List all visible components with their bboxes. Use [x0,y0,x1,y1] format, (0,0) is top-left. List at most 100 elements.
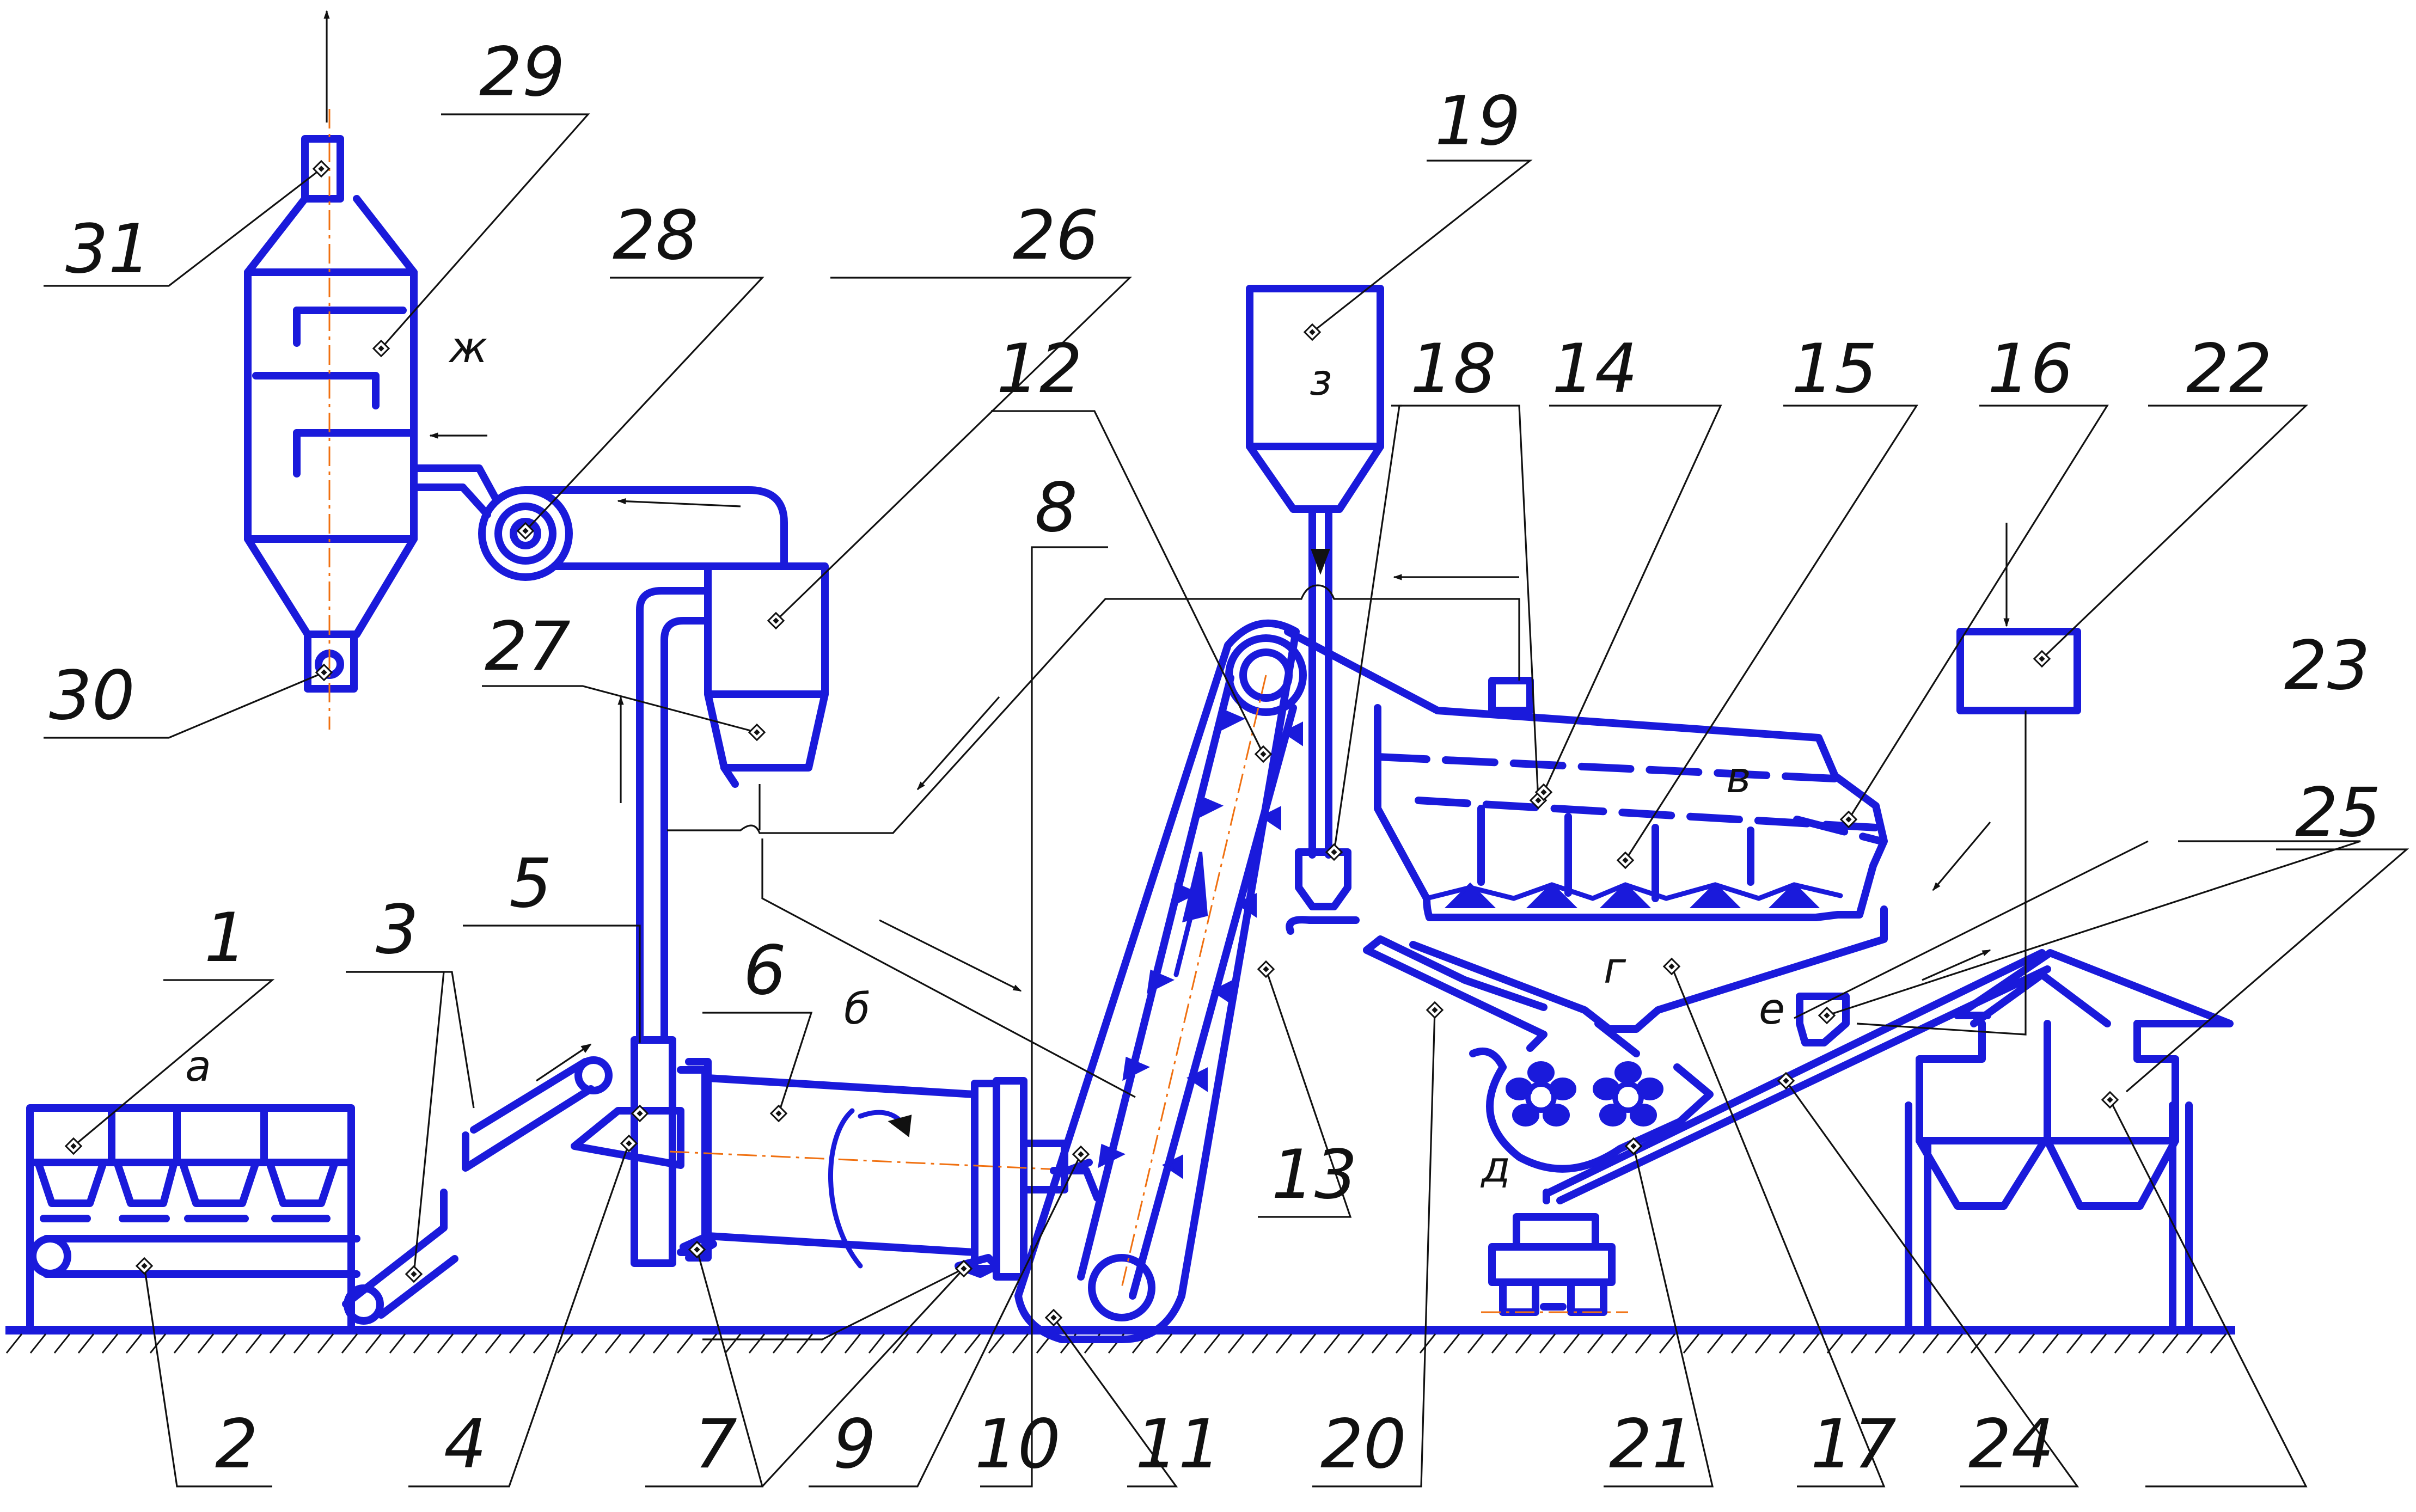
zone-b: б [844,985,870,1034]
leader-marker-core [1078,1151,1084,1158]
ground-hatch [964,1333,981,1354]
granulator-chamber [1363,905,1888,1173]
label-4: 4 [444,1405,487,1484]
label-23: 23 [2284,627,2370,705]
label-19: 19 [1435,82,1521,161]
label-11: 11 [1135,1405,1221,1484]
leader-marker-core [775,1110,782,1117]
ground-hatch [29,1333,47,1354]
ground-hatch [580,1333,598,1354]
ground-hatch [1275,1333,1293,1354]
ground-hatch [1683,1333,1700,1354]
product-silos [1905,949,2234,1330]
leader-marker-core [626,1140,632,1147]
exhaust-fan [410,464,788,581]
ground-hatch [1155,1333,1173,1354]
leader-markers [64,160,2119,1327]
label-27: 27 [485,608,571,686]
leader-marker-core [1540,789,1547,795]
zone-letters: а б в г д е ж з [185,323,1785,1192]
leader-marker-core [694,1246,700,1253]
ground-hatch [1491,1333,1508,1354]
ground-hatch [53,1333,71,1354]
ground-hatch [1754,1333,1772,1354]
ground-hatch [1515,1333,1532,1354]
rotary-drum [571,1036,1101,1281]
label-30: 30 [49,657,135,735]
leader-marker-core [1824,1012,1830,1019]
cyclone [704,562,829,788]
leader-marker-core [1263,966,1269,972]
ground-hatch [2210,1333,2227,1354]
ground-hatch [1826,1333,1844,1354]
leader-marker-core [961,1265,967,1272]
ground-hatch [77,1333,95,1354]
ground-hatch [1707,1333,1724,1354]
label-7: 7 [694,1405,737,1484]
leader-lines [44,113,2409,1487]
leader-marker-core [773,617,779,624]
ground-hatch [197,1333,215,1354]
ground-hatch [1994,1333,2011,1354]
label-15: 15 [1791,330,1877,408]
ground-hatch [341,1333,358,1354]
ground-hatch [1443,1333,1460,1354]
leader-marker-core [1309,329,1316,335]
loader-cart [1481,1213,1628,1316]
ground-hatch [820,1333,837,1354]
label-10: 10 [975,1405,1061,1484]
label-25: 25 [2295,774,2381,852]
ground-hatch [724,1333,742,1354]
ground-hatch [365,1333,382,1354]
label-12: 12 [996,330,1082,408]
ground-hatch [1179,1333,1197,1354]
feed-bins [26,1104,384,1330]
label-3: 3 [376,891,419,969]
leader-marker-core [318,166,325,172]
control-box [1956,523,2081,714]
zone-zh: ж [448,323,487,372]
ground-hatch [509,1333,526,1354]
ground-hatch [1970,1333,1987,1354]
ground-hatch [101,1333,119,1354]
ground-hatch [1395,1333,1412,1354]
leader-marker-core [1432,1007,1438,1013]
ground-hatch [389,1333,406,1354]
label-16: 16 [1987,330,2074,408]
binder-bin [1246,285,1384,859]
zone-v: в [1726,754,1751,803]
ground-hatch [437,1333,454,1354]
label-5: 5 [509,844,552,923]
label-26: 26 [1013,197,1099,275]
ground-hatch [1635,1333,1652,1354]
ground-hatch [1778,1333,1796,1354]
label-18: 18 [1410,330,1496,408]
label-13: 13 [1271,1136,1357,1214]
label-29: 29 [479,33,565,112]
ground-hatch [2018,1333,2035,1354]
ground-hatch [676,1333,694,1354]
ground-hatch [700,1333,718,1354]
ground-hatch [1659,1333,1676,1354]
ground-hatch [1299,1333,1317,1354]
ground-hatch [1012,1333,1029,1354]
ground-hatch [1850,1333,1868,1354]
ground-hatch [1898,1333,1916,1354]
ground-hatch [173,1333,191,1354]
dosing-hopper [1286,848,1360,935]
ground-hatch [844,1333,861,1354]
ground-hatch [604,1333,622,1354]
ground-hatch [892,1333,909,1354]
ground-hatch [2114,1333,2131,1354]
flow-lines [667,574,2027,1098]
ground-hatch [940,1333,957,1354]
ground-hatch [2042,1333,2059,1354]
leader-marker-core [637,1110,643,1117]
ground-hatch [988,1333,1005,1354]
leader-marker-core [411,1271,417,1277]
leader-marker-core [141,1263,148,1269]
label-14: 14 [1552,330,1638,408]
ground-hatch [628,1333,646,1354]
